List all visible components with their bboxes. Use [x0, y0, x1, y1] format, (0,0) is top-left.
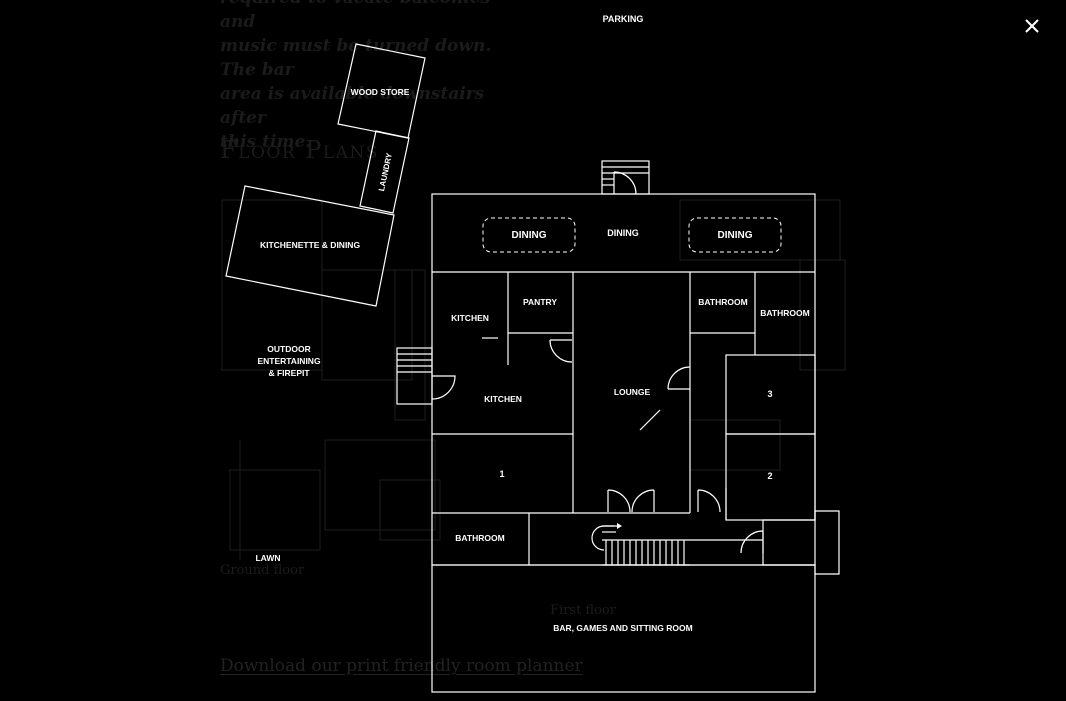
svg-text:ENTERTAINING: ENTERTAINING — [257, 356, 321, 366]
room-3-label: 3 — [767, 389, 772, 399]
ground-floor-caption: Ground floor — [220, 563, 305, 578]
bathroom-2-label: BATHROOM — [760, 308, 809, 318]
floor-plans-heading: Floor Plans — [220, 136, 379, 164]
svg-text:LAUNDRY: LAUNDRY — [377, 152, 394, 192]
close-icon — [1025, 19, 1039, 33]
outdoor-entertaining-area: OUTDOOR ENTERTAINING & FIREPIT — [257, 344, 321, 378]
dining-table-left — [482, 217, 576, 253]
main-building — [431, 193, 840, 575]
close-lightbox-button[interactable] — [1018, 12, 1046, 40]
lounge-label: LOUNGE — [614, 387, 651, 397]
bathroom-1-label: BATHROOM — [698, 297, 747, 307]
central-staircase — [591, 523, 690, 566]
kitchenette-dining-room: KITCHENETTE & DINING — [225, 185, 395, 307]
kitchen-upper-label: KITCHEN — [451, 313, 489, 323]
svg-text:BAR, GAMES AND SITTING ROOM: BAR, GAMES AND SITTING ROOM — [553, 623, 692, 633]
first-floor-caption: First floor — [550, 603, 616, 618]
laundry-room: LAUNDRY — [359, 130, 410, 214]
door-swings — [549, 339, 764, 554]
svg-text:OUTDOOR: OUTDOOR — [267, 344, 310, 354]
svg-text:WOOD STORE: WOOD STORE — [351, 87, 410, 97]
dining-right-label: DINING — [718, 230, 753, 241]
front-stairs — [601, 160, 650, 195]
room-2-label: 2 — [767, 471, 772, 481]
bar-games-sitting-room: BAR, GAMES AND SITTING ROOM — [431, 564, 816, 693]
room-1-label: 1 — [499, 469, 504, 479]
dining-center-label: DINING — [607, 228, 639, 238]
download-room-planner-link[interactable]: Download our print friendly room planner — [220, 656, 583, 676]
dining-table-right — [688, 217, 782, 253]
dining-left-label: DINING — [512, 230, 547, 241]
side-stairs — [396, 347, 456, 405]
wood-store-room: WOOD STORE — [337, 43, 426, 139]
svg-text:& FIREPIT: & FIREPIT — [268, 368, 310, 378]
lawn-label: LAWN — [255, 553, 280, 563]
first-floor-ghost-lines — [221, 199, 846, 560]
bathroom-3-label: BATHROOM — [455, 533, 504, 543]
parking-label: PARKING — [603, 14, 644, 24]
kitchen-lower-label: KITCHEN — [484, 394, 522, 404]
pantry-label: PANTRY — [523, 297, 557, 307]
svg-text:KITCHENETTE & DINING: KITCHENETTE & DINING — [260, 240, 361, 250]
